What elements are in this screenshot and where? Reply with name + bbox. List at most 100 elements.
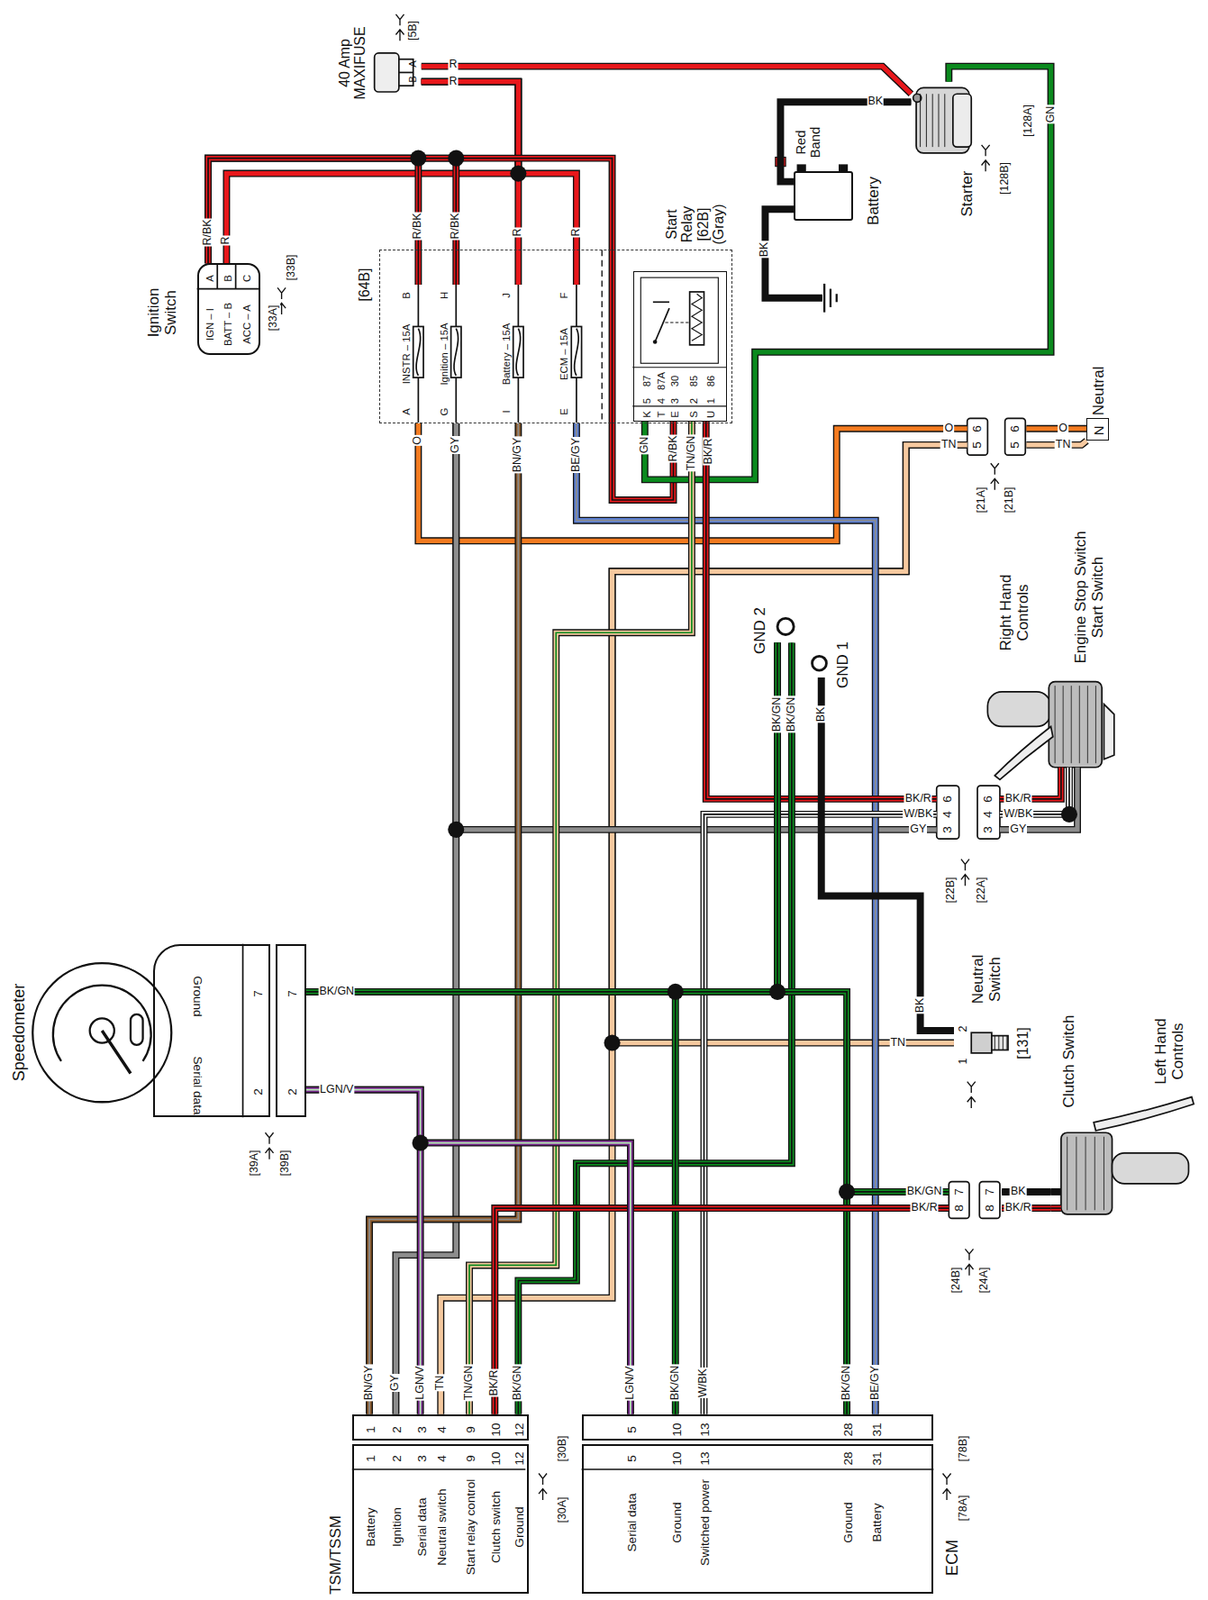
housing-rib bbox=[1087, 685, 1089, 763]
wire-stripe bbox=[517, 643, 792, 1415]
component-text: ECM – 15A bbox=[558, 327, 570, 381]
wire bbox=[469, 421, 692, 1415]
wire-outline bbox=[494, 1208, 949, 1415]
wire-label: BK/GN bbox=[771, 695, 784, 733]
wire-label: W/BK bbox=[1002, 808, 1034, 821]
component-text: 10 bbox=[670, 1452, 684, 1466]
grip bbox=[987, 691, 1051, 727]
component-text: Serial data bbox=[190, 1055, 205, 1115]
wire-core bbox=[821, 677, 954, 1031]
wire-outline bbox=[226, 81, 518, 264]
connector-glyph bbox=[967, 1081, 976, 1109]
wire-outline bbox=[421, 81, 519, 285]
housing-rib bbox=[1066, 1136, 1068, 1211]
component-text: Red Band bbox=[793, 122, 823, 164]
wire-label: BK/GN bbox=[512, 1363, 526, 1401]
wire-outline bbox=[764, 208, 822, 299]
housing-rib bbox=[1103, 1136, 1105, 1211]
component-text: C bbox=[241, 274, 253, 282]
wire bbox=[306, 643, 778, 992]
connector-glyph bbox=[395, 14, 404, 41]
fuse-body bbox=[571, 326, 582, 378]
wire-core bbox=[306, 1089, 421, 1415]
component-text: 5 bbox=[971, 441, 985, 449]
wire-core bbox=[644, 66, 1052, 481]
component-text: 5 bbox=[625, 1425, 639, 1434]
component-text: 5 bbox=[625, 1455, 639, 1463]
connector-glyph bbox=[943, 1473, 952, 1500]
wire bbox=[395, 423, 456, 1415]
wire-outline bbox=[821, 677, 954, 1031]
wire-label: LGN/V bbox=[624, 1364, 637, 1400]
component-text: 6 bbox=[971, 425, 985, 433]
component-text: 3 bbox=[669, 398, 681, 404]
splice-dot bbox=[1061, 806, 1078, 823]
wire-core bbox=[469, 421, 692, 1415]
connector-half bbox=[977, 785, 1000, 839]
wire-label: BK/GN bbox=[317, 985, 355, 999]
wire-stripe bbox=[469, 421, 692, 1415]
wire-label: [33A] bbox=[267, 304, 281, 333]
component-text: 4 bbox=[981, 810, 996, 818]
component-text: Clutch switch bbox=[490, 1490, 504, 1563]
fuse-body bbox=[513, 326, 524, 378]
wire-label: TN/GN bbox=[463, 1363, 476, 1401]
wire-label: [21B] bbox=[1003, 485, 1017, 514]
component: 123491012 bbox=[352, 1414, 529, 1441]
component: ECMSerial data5Ground10Switched power13G… bbox=[581, 1444, 935, 1594]
component-text: Ignition bbox=[390, 1507, 405, 1547]
wire-outline bbox=[306, 643, 778, 992]
fuse-lead bbox=[517, 283, 520, 327]
component: 72 bbox=[275, 944, 307, 1118]
component-text: Ground bbox=[842, 1501, 856, 1543]
component-text: IGN – I bbox=[204, 308, 216, 341]
wire bbox=[494, 1208, 949, 1415]
component-text: 2 bbox=[252, 1088, 266, 1096]
wire-label: [24B] bbox=[951, 1266, 964, 1295]
wire-label: BE/GY bbox=[869, 1364, 882, 1401]
wire-core bbox=[1051, 1205, 1062, 1210]
component-text: H bbox=[437, 291, 449, 300]
switch-housing bbox=[1061, 1132, 1113, 1215]
component: JBattery – 15AI bbox=[492, 284, 532, 424]
component-text: Start Relay [62B] (Gray) bbox=[663, 199, 727, 249]
artwork bbox=[32, 14, 1194, 1500]
component-text: 7 bbox=[982, 1188, 997, 1196]
component-text: 28 bbox=[842, 1452, 856, 1466]
wire bbox=[306, 1089, 631, 1415]
component-text: 3 bbox=[941, 826, 955, 834]
relay-contact-pivot bbox=[653, 339, 658, 345]
wire-label: GN bbox=[1044, 105, 1058, 125]
gauge-face bbox=[32, 962, 172, 1102]
wire-label: BK/R bbox=[1004, 792, 1033, 806]
component-text: TSM/TSSM bbox=[327, 1515, 346, 1595]
component-text: 3 bbox=[415, 1425, 429, 1434]
battery-terminal bbox=[838, 163, 848, 172]
component-text: 1 bbox=[705, 398, 717, 404]
component-text: 4 bbox=[654, 398, 666, 404]
wire-label: BE/GY bbox=[570, 436, 583, 473]
component-text: B bbox=[222, 274, 234, 282]
component: 6565 bbox=[967, 416, 1027, 457]
connector-half bbox=[1005, 417, 1027, 455]
housing-rib bbox=[1095, 685, 1097, 763]
wire bbox=[455, 423, 936, 830]
wire-outline bbox=[306, 1089, 421, 1415]
thread-line bbox=[1006, 1035, 1008, 1051]
component-text: A bbox=[399, 408, 411, 417]
connector-half bbox=[936, 785, 960, 839]
relay-coil bbox=[690, 291, 705, 346]
component: BatteryRed Band bbox=[793, 171, 854, 220]
battery-terminal bbox=[797, 163, 807, 172]
splice-dot bbox=[667, 983, 684, 1000]
wire-stripe bbox=[1051, 1207, 1062, 1209]
component-text: Left Hand Controls bbox=[1153, 999, 1187, 1102]
wire-label: [39B] bbox=[279, 1149, 292, 1178]
ground-symbol bbox=[829, 289, 832, 308]
component-text: 85 bbox=[688, 375, 700, 388]
housing-rib bbox=[1085, 1136, 1087, 1211]
clutch-lever bbox=[1093, 1097, 1194, 1131]
ground-symbol bbox=[823, 283, 826, 313]
wire bbox=[576, 423, 876, 1415]
wire bbox=[777, 643, 847, 1415]
